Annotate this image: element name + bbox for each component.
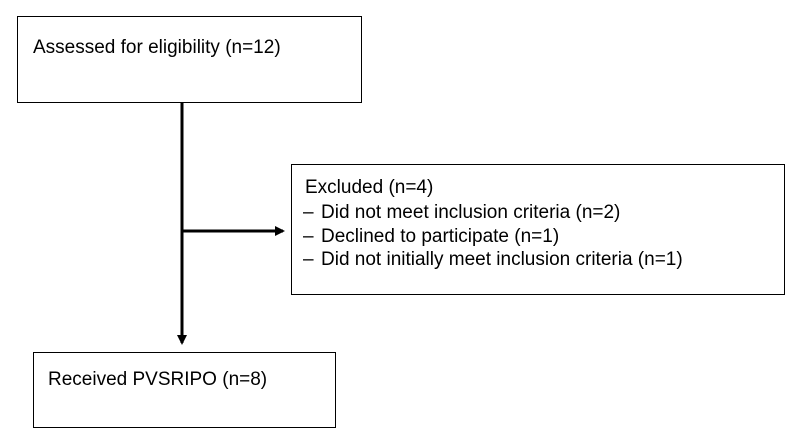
- exclusion-reason: –Did not initially meet inclusion criter…: [303, 248, 683, 272]
- dash-bullet: –: [303, 249, 314, 270]
- received-label: Received PVSRIPO (n=8): [48, 369, 268, 390]
- exclusion-reason-text: Did not initially meet inclusion criteri…: [321, 249, 683, 270]
- exclusion-reason-text: Declined to participate (n=1): [321, 225, 560, 247]
- exclusion-reason: –Did not meet inclusion criteria (n=2): [303, 201, 683, 225]
- excluded-title: Excluded (n=4): [305, 177, 434, 198]
- assessed-box: Assessed for eligibility (n=12): [17, 16, 362, 103]
- received-box: Received PVSRIPO (n=8): [33, 352, 336, 428]
- exclusion-reason: –Declined to participate (n=1): [303, 225, 683, 249]
- exclusion-reason-text: Did not meet inclusion criteria (n=2): [321, 202, 621, 223]
- dash-bullet: –: [303, 202, 314, 223]
- exclusion-reasons-list: –Did not meet inclusion criteria (n=2) –…: [303, 201, 683, 272]
- assessed-label: Assessed for eligibility (n=12): [33, 37, 281, 58]
- excluded-box: Excluded (n=4) –Did not meet inclusion c…: [291, 164, 785, 295]
- dash-bullet: –: [303, 225, 314, 247]
